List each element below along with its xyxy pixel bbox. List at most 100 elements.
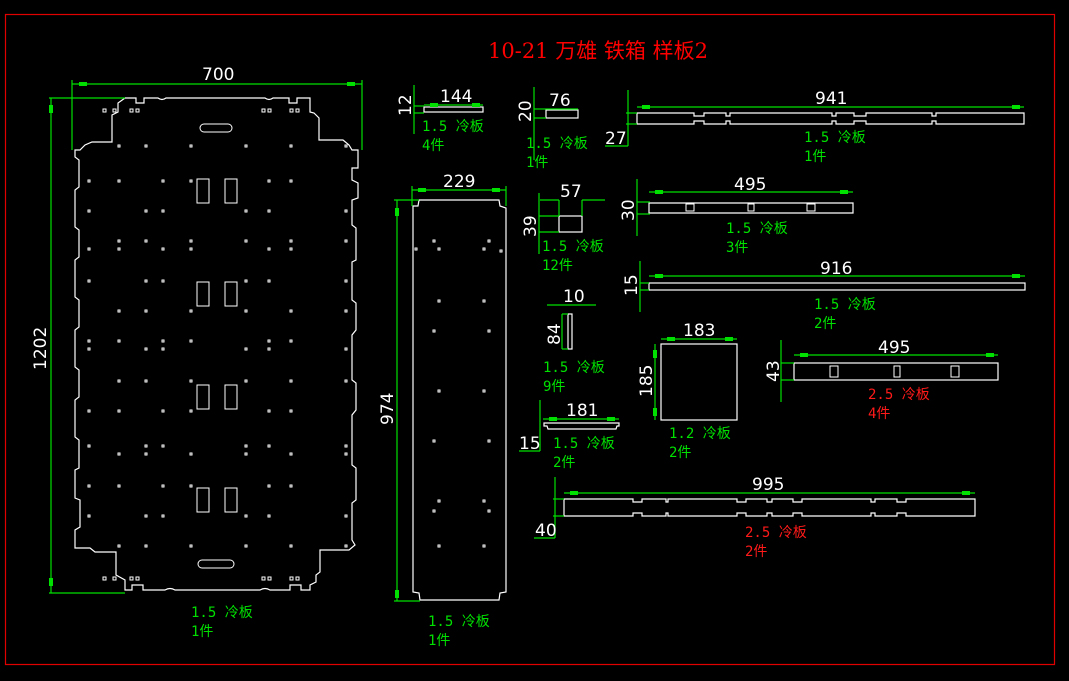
hole-mark	[144, 144, 148, 148]
hole-mark	[189, 484, 193, 488]
part-strip-181[interactable]: 181 15 1.5 冷板 2件	[519, 400, 620, 471]
side-panel-hole-pattern	[414, 239, 503, 548]
side-panel-material: 1.5 冷板	[428, 614, 490, 630]
hole-mark	[344, 514, 348, 518]
hole-mark	[189, 144, 193, 148]
hole-mark	[499, 249, 503, 253]
hole-mark	[289, 179, 293, 183]
hole-mark	[189, 409, 193, 413]
hole-mark	[161, 247, 165, 251]
part-strip-916[interactable]: 916 15 1.5 冷板 2件	[622, 259, 1026, 332]
hole-mark	[289, 409, 293, 413]
block-57-qty: 12件	[542, 258, 573, 274]
dim-label-229: 229	[443, 172, 475, 192]
part-strip-495-a[interactable]: 495 30 1.5 冷板 3件	[619, 175, 854, 256]
block-57-material: 1.5 冷板	[542, 239, 604, 255]
main-panel-hole-pattern	[87, 108, 348, 581]
hole-mark	[295, 576, 300, 581]
hole-mark	[189, 247, 193, 251]
part-main-panel[interactable]: 700 1202 1.5 冷板 1件	[31, 65, 363, 640]
hole-mark	[117, 179, 121, 183]
hole-mark	[161, 409, 165, 413]
hole-mark	[289, 144, 293, 148]
part-plate-183[interactable]: 183 185 1.2 冷板 2件	[637, 321, 738, 461]
part-strip-995[interactable]: 995 40 2.5 冷板 2件	[534, 475, 976, 560]
hole-mark	[102, 576, 107, 581]
hole-mark	[102, 108, 107, 113]
part-strip-941[interactable]: 941 27 1.5 冷板 1件	[605, 89, 1025, 165]
part-strip-76[interactable]: 76 20 1.5 冷板 1件	[516, 87, 588, 171]
hole-mark	[117, 309, 121, 313]
hole-mark	[189, 179, 193, 183]
hole-mark	[289, 108, 294, 113]
part-bar-10[interactable]: 10 84 1.5 冷板 9件	[543, 287, 605, 395]
hole-mark	[482, 389, 486, 393]
dim-label-84: 84	[545, 323, 565, 345]
hole-mark	[344, 239, 348, 243]
dim-label-995: 995	[752, 475, 784, 495]
strip-495-b-material: 2.5 冷板	[868, 387, 930, 403]
strip-144-outline	[423, 106, 484, 113]
part-strip-144[interactable]: 144 12 1.5 冷板 4件	[396, 85, 484, 154]
hole-mark	[267, 444, 271, 448]
hole-mark	[117, 484, 121, 488]
strip-76-material: 1.5 冷板	[526, 136, 588, 152]
hole-mark	[87, 409, 91, 413]
strip-495-a-outline	[648, 202, 854, 214]
dim-label-12: 12	[396, 94, 416, 116]
hole-mark	[117, 239, 121, 243]
hole-mark	[244, 379, 248, 383]
hole-mark	[289, 339, 293, 343]
hole-mark	[344, 379, 348, 383]
strip-916-outline	[648, 282, 1026, 291]
hole-mark	[244, 514, 248, 518]
strip-995-outline	[563, 498, 976, 517]
hole-mark	[437, 247, 441, 251]
hole-mark	[289, 544, 293, 548]
strip-181-qty: 2件	[553, 455, 575, 471]
strip-76-outline	[545, 109, 579, 119]
strip-495-a-holes	[685, 203, 816, 212]
hole-mark	[344, 209, 348, 213]
hole-mark	[189, 379, 193, 383]
hole-mark	[112, 576, 117, 581]
hole-mark	[161, 484, 165, 488]
hole-mark	[129, 576, 134, 581]
hole-mark	[161, 444, 165, 448]
hole-mark	[244, 544, 248, 548]
dim-label-183: 183	[683, 321, 715, 341]
hole-mark	[267, 347, 271, 351]
hole-mark	[437, 499, 441, 503]
strip-181-outline	[543, 422, 620, 430]
main-panel-bottom-slot	[197, 559, 235, 569]
dim-label-76: 76	[549, 91, 571, 111]
hole-mark	[295, 108, 300, 113]
part-block-57[interactable]: 57 39 1.5 冷板 12件	[521, 182, 605, 274]
hole-mark	[487, 239, 491, 243]
main-panel-window-cutouts	[196, 178, 238, 513]
hole-mark	[161, 209, 165, 213]
dim-label-30: 30	[619, 199, 639, 221]
hole-mark	[87, 179, 91, 183]
dim-label-39: 39	[521, 215, 541, 237]
hole-mark	[189, 544, 193, 548]
hole-mark	[267, 339, 271, 343]
hole-mark	[487, 329, 491, 333]
hole-mark	[144, 452, 148, 456]
hole-mark	[144, 347, 148, 351]
hole-mark	[135, 108, 140, 113]
part-side-panel[interactable]: 229 974 1.5 冷板 1件	[378, 172, 507, 649]
hole-mark	[267, 247, 271, 251]
hole-mark	[117, 379, 121, 383]
hole-mark	[344, 347, 348, 351]
hole-mark	[87, 514, 91, 518]
bar-10-qty: 9件	[543, 379, 565, 395]
hole-mark	[161, 339, 165, 343]
hole-mark	[161, 279, 165, 283]
hole-mark	[437, 544, 441, 548]
part-strip-495-b[interactable]: 495 43 2.5 冷板 4件	[764, 338, 999, 422]
dim-label-700: 700	[202, 65, 234, 85]
hole-mark	[267, 484, 271, 488]
hole-mark	[129, 108, 134, 113]
